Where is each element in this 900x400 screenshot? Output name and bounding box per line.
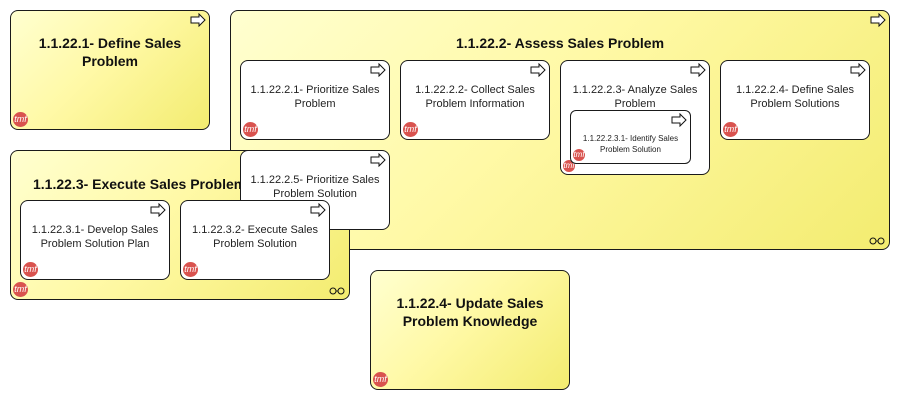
node-title: 1.1.22.2- Assess Sales Problem	[455, 35, 665, 51]
process-arrow-icon	[850, 63, 866, 77]
process-arrow-icon	[530, 63, 546, 77]
tmf-logo-icon: tmf	[23, 262, 38, 277]
process-arrow-icon	[870, 13, 886, 27]
process-arrow-icon	[190, 13, 206, 27]
process-arrow-icon	[370, 63, 386, 77]
node-title: 1.1.22.1- Define Sales Problem	[38, 35, 182, 69]
tmf-logo-icon: tmf	[573, 149, 585, 161]
node-execute-sales-problem-solution[interactable]: 1.1.22.3.2- Execute Sales Problem Soluti…	[180, 200, 330, 280]
process-arrow-icon	[671, 113, 687, 127]
tmf-logo-icon: tmf	[243, 122, 258, 137]
composition-link-icon	[869, 237, 885, 245]
node-title: 1.1.22.3- Execute Sales Problem	[33, 176, 247, 192]
node-title: 1.1.22.3.2- Execute Sales Problem Soluti…	[192, 224, 318, 250]
node-title: 1.1.22.2.1- Prioritize Sales Problem	[250, 84, 380, 110]
node-title: 1.1.22.2.5- Prioritize Sales Problem Sol…	[250, 174, 380, 200]
tmf-logo-icon: tmf	[373, 372, 388, 387]
node-title: 1.1.22.4- Update Sales Problem Knowledge	[396, 295, 544, 329]
tmf-logo-icon: tmf	[403, 122, 418, 137]
tmf-logo-icon: tmf	[13, 112, 28, 127]
node-define-sales-problem-solutions[interactable]: 1.1.22.2.4- Define Sales Problem Solutio…	[720, 60, 870, 140]
node-collect-sales-problem-information[interactable]: 1.1.22.2.2- Collect Sales Problem Inform…	[400, 60, 550, 140]
node-prioritize-sales-problem[interactable]: 1.1.22.2.1- Prioritize Sales Problem tmf	[240, 60, 390, 140]
process-arrow-icon	[370, 153, 386, 167]
node-title: 1.1.22.3.1- Develop Sales Problem Soluti…	[31, 224, 159, 250]
tmf-logo-icon: tmf	[13, 282, 28, 297]
node-develop-sales-problem-solution-plan[interactable]: 1.1.22.3.1- Develop Sales Problem Soluti…	[20, 200, 170, 280]
node-analyze-sales-problem[interactable]: 1.1.22.2.3- Analyze Sales Problem tmf 1.…	[560, 60, 710, 175]
node-title: 1.1.22.2.3.1- Identify Sales Problem Sol…	[582, 134, 679, 154]
process-arrow-icon	[690, 63, 706, 77]
node-update-sales-problem-knowledge[interactable]: 1.1.22.4- Update Sales Problem Knowledge…	[370, 270, 570, 390]
node-define-sales-problem[interactable]: 1.1.22.1- Define Sales Problem tmf	[10, 10, 210, 130]
process-arrow-icon	[150, 203, 166, 217]
tmf-logo-icon: tmf	[183, 262, 198, 277]
process-arrow-icon	[310, 203, 326, 217]
node-title: 1.1.22.2.4- Define Sales Problem Solutio…	[735, 84, 855, 110]
composition-link-icon	[329, 287, 345, 295]
node-identify-sales-problem-solution[interactable]: 1.1.22.2.3.1- Identify Sales Problem Sol…	[570, 110, 691, 164]
tmf-logo-icon: tmf	[723, 122, 738, 137]
node-title: 1.1.22.2.3- Analyze Sales Problem	[572, 84, 698, 110]
node-title: 1.1.22.2.2- Collect Sales Problem Inform…	[415, 84, 535, 110]
